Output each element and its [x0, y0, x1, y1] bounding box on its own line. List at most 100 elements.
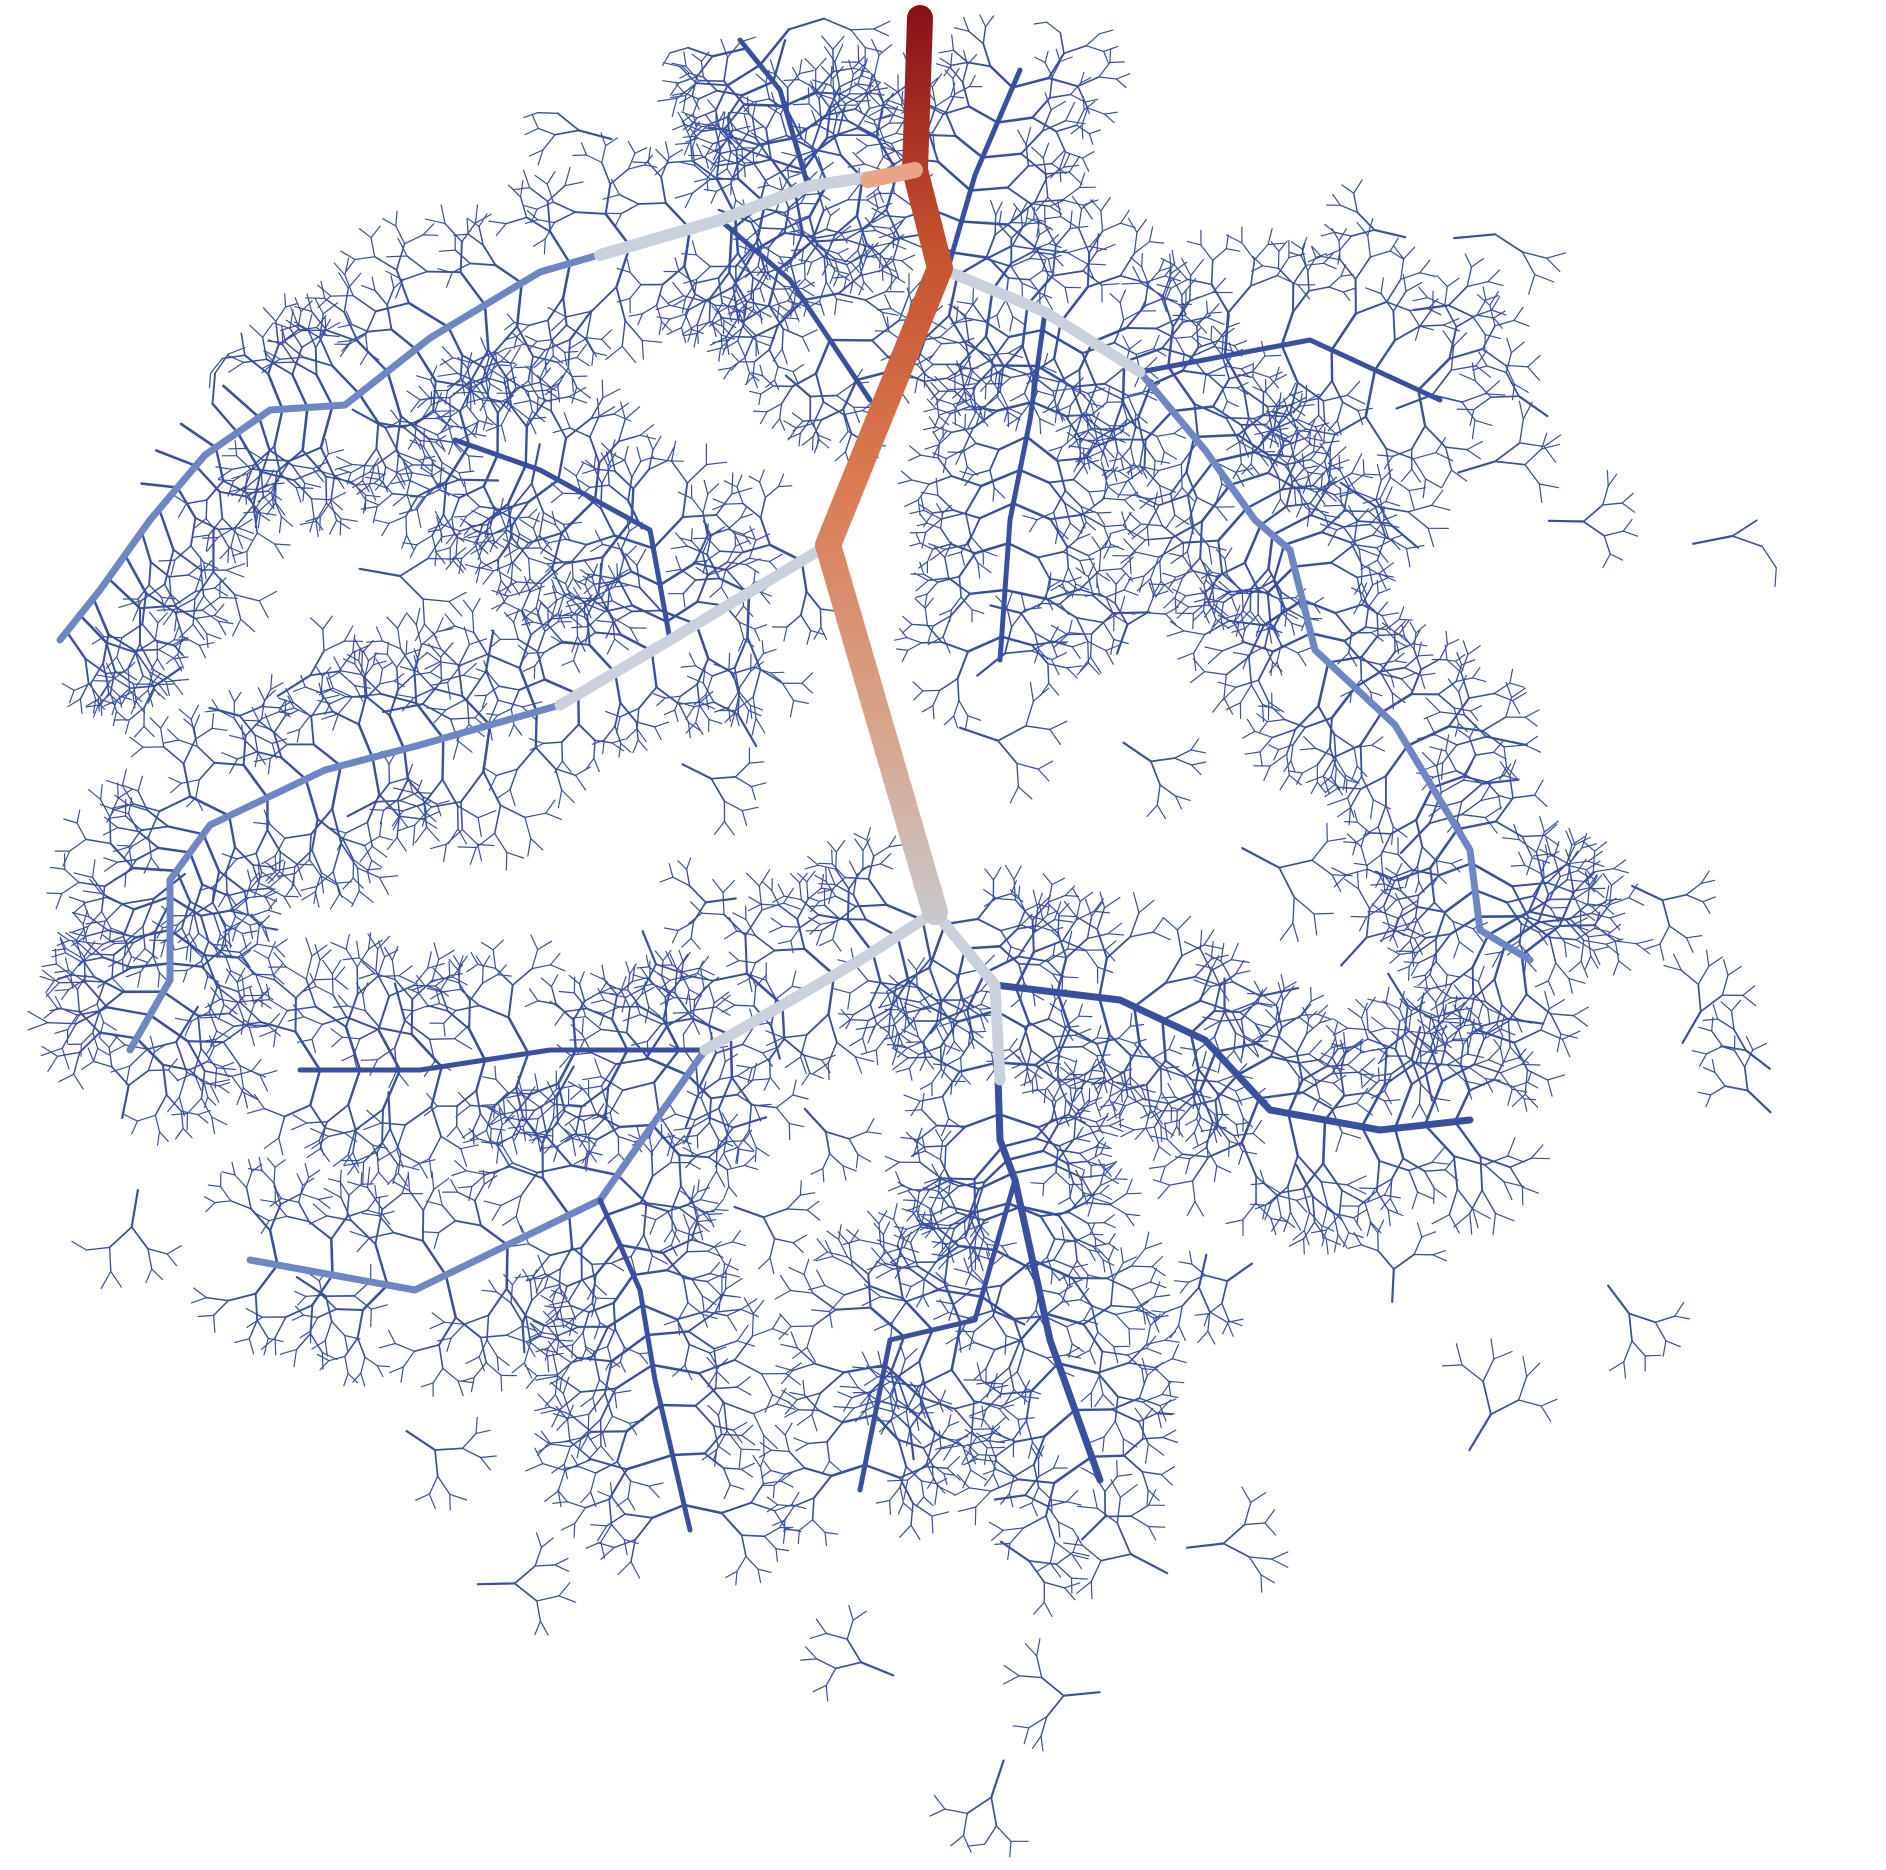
fine-branch	[112, 710, 118, 727]
fine-branch	[360, 651, 364, 676]
fine-branch	[1193, 597, 1209, 603]
fine-branch	[741, 147, 772, 160]
fine-branch	[435, 435, 447, 443]
fine-branch	[256, 925, 260, 945]
fine-branch	[374, 1242, 389, 1287]
fine-branch	[836, 298, 854, 303]
fine-branch	[1182, 555, 1194, 572]
fine-branch	[499, 401, 512, 413]
fine-branch	[1381, 850, 1399, 856]
fine-branch	[583, 337, 603, 340]
fine-branch	[320, 875, 325, 894]
fine-branch	[105, 779, 124, 787]
fine-branch	[925, 1057, 935, 1070]
fine-branch	[366, 869, 371, 884]
fine-branch	[1271, 728, 1297, 739]
fine-branch	[315, 871, 334, 888]
fine-branch	[1042, 873, 1053, 886]
fine-branch	[1153, 491, 1159, 508]
fine-branch	[1206, 365, 1227, 375]
fine-branch	[904, 1109, 923, 1112]
fine-branch	[1239, 589, 1269, 594]
fine-branch	[158, 559, 176, 562]
fine-branch	[984, 335, 1005, 367]
fine-branch	[1125, 1213, 1135, 1227]
fine-branch	[1170, 550, 1189, 565]
fine-branch	[64, 868, 80, 884]
fine-branch	[330, 764, 343, 811]
fine-branch	[1635, 943, 1651, 955]
fine-branch	[1503, 746, 1508, 768]
fine-branch	[668, 148, 684, 159]
fine-branch	[310, 715, 315, 746]
fine-branch	[592, 351, 607, 356]
fine-branch	[341, 837, 366, 847]
fine-branch	[1317, 661, 1330, 708]
fine-branch	[1403, 667, 1422, 677]
fine-branch	[482, 766, 498, 777]
fine-branch	[350, 471, 371, 483]
fine-branch	[86, 941, 104, 945]
fine-branch	[755, 1146, 770, 1157]
fine-branch	[483, 303, 490, 352]
fine-branch	[308, 858, 322, 877]
fine-branch	[211, 727, 228, 731]
fine-branch	[1024, 208, 1029, 225]
fine-branch	[873, 846, 890, 857]
fine-branch	[103, 816, 119, 829]
fine-branch	[407, 438, 416, 450]
fine-branch	[738, 694, 750, 711]
fine-branch	[1577, 858, 1587, 872]
fine-branch	[809, 904, 826, 908]
fine-branch	[1509, 668, 1514, 684]
fine-branch	[979, 1015, 986, 1031]
fine-branch	[702, 560, 708, 574]
fine-branch	[818, 895, 837, 903]
fine-branch	[581, 1018, 584, 1036]
fine-branch	[285, 884, 295, 897]
fine-branch	[1285, 481, 1294, 508]
fine-branch	[185, 499, 208, 505]
fine-branch	[1369, 799, 1374, 819]
fine-branch	[127, 797, 133, 815]
fine-branch	[1008, 1476, 1015, 1495]
fine-branch	[105, 1006, 152, 1017]
fine-branch	[989, 199, 997, 216]
fine-branch	[1320, 531, 1353, 544]
fine-branch	[274, 837, 286, 857]
fine-branch	[618, 193, 640, 205]
fine-branch	[1268, 661, 1278, 673]
fine-branch	[1196, 312, 1209, 327]
fine-branch	[1240, 593, 1251, 615]
fine-branch	[426, 270, 462, 274]
fine-branch	[140, 825, 170, 832]
fine-branch	[964, 1112, 1001, 1128]
fine-branch	[1217, 539, 1224, 575]
fine-branch	[921, 918, 932, 960]
fine-branch	[1047, 894, 1066, 903]
fine-branch	[524, 812, 547, 819]
fine-branch	[515, 1194, 522, 1218]
fine-branch	[696, 265, 712, 280]
fine-branch	[64, 957, 70, 972]
fine-branch	[1417, 938, 1437, 953]
fine-branch	[1408, 951, 1419, 968]
fine-branch	[1280, 591, 1300, 605]
fine-branch	[1395, 862, 1403, 876]
fine-branch	[174, 645, 185, 658]
fine-branch	[1316, 746, 1331, 766]
fine-branch	[1114, 1309, 1137, 1316]
fine-branch	[1344, 774, 1360, 784]
fine-branch	[546, 1081, 556, 1098]
fine-branch	[121, 784, 139, 792]
fine-branch	[97, 1047, 110, 1056]
fine-branch	[1414, 916, 1424, 933]
fine-branch	[554, 767, 577, 777]
fine-branch	[566, 602, 573, 613]
fine-branch	[105, 641, 116, 672]
fine-branch	[344, 257, 350, 276]
fine-branch	[1408, 928, 1427, 939]
fine-branch	[1101, 283, 1120, 286]
fine-branch	[204, 975, 209, 990]
fine-branch	[201, 559, 213, 574]
